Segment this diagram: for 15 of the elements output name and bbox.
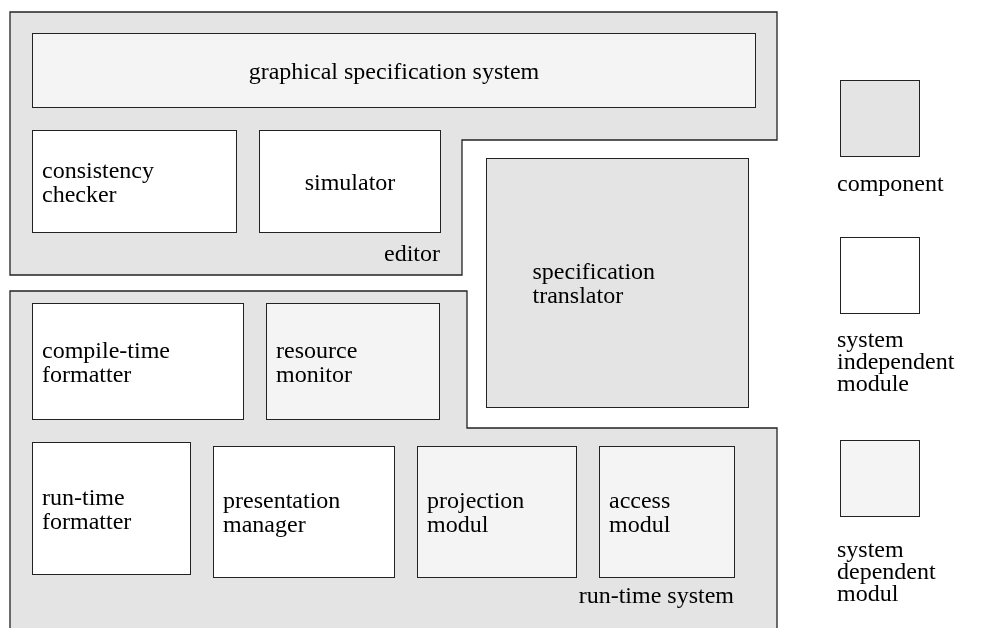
module-box: presentation manager xyxy=(213,446,395,578)
component-label: run-time system xyxy=(578,583,734,607)
component-box: specification translator xyxy=(486,158,749,408)
legend-label: system dependent modul xyxy=(837,538,937,604)
module-box: simulator xyxy=(259,130,441,233)
legend-label: system independent module xyxy=(837,328,956,394)
module-box: projection modul xyxy=(417,446,577,578)
module-box: access modul xyxy=(599,446,735,578)
module-box: resource monitor xyxy=(266,303,440,420)
module-box: consistency checker xyxy=(32,130,237,233)
component-label: editor xyxy=(384,241,440,265)
legend-label: component xyxy=(837,172,945,194)
module-box: graphical specification system xyxy=(32,33,756,108)
module-box: run-time formatter xyxy=(32,442,191,575)
module-box: compile-time formatter xyxy=(32,303,244,420)
